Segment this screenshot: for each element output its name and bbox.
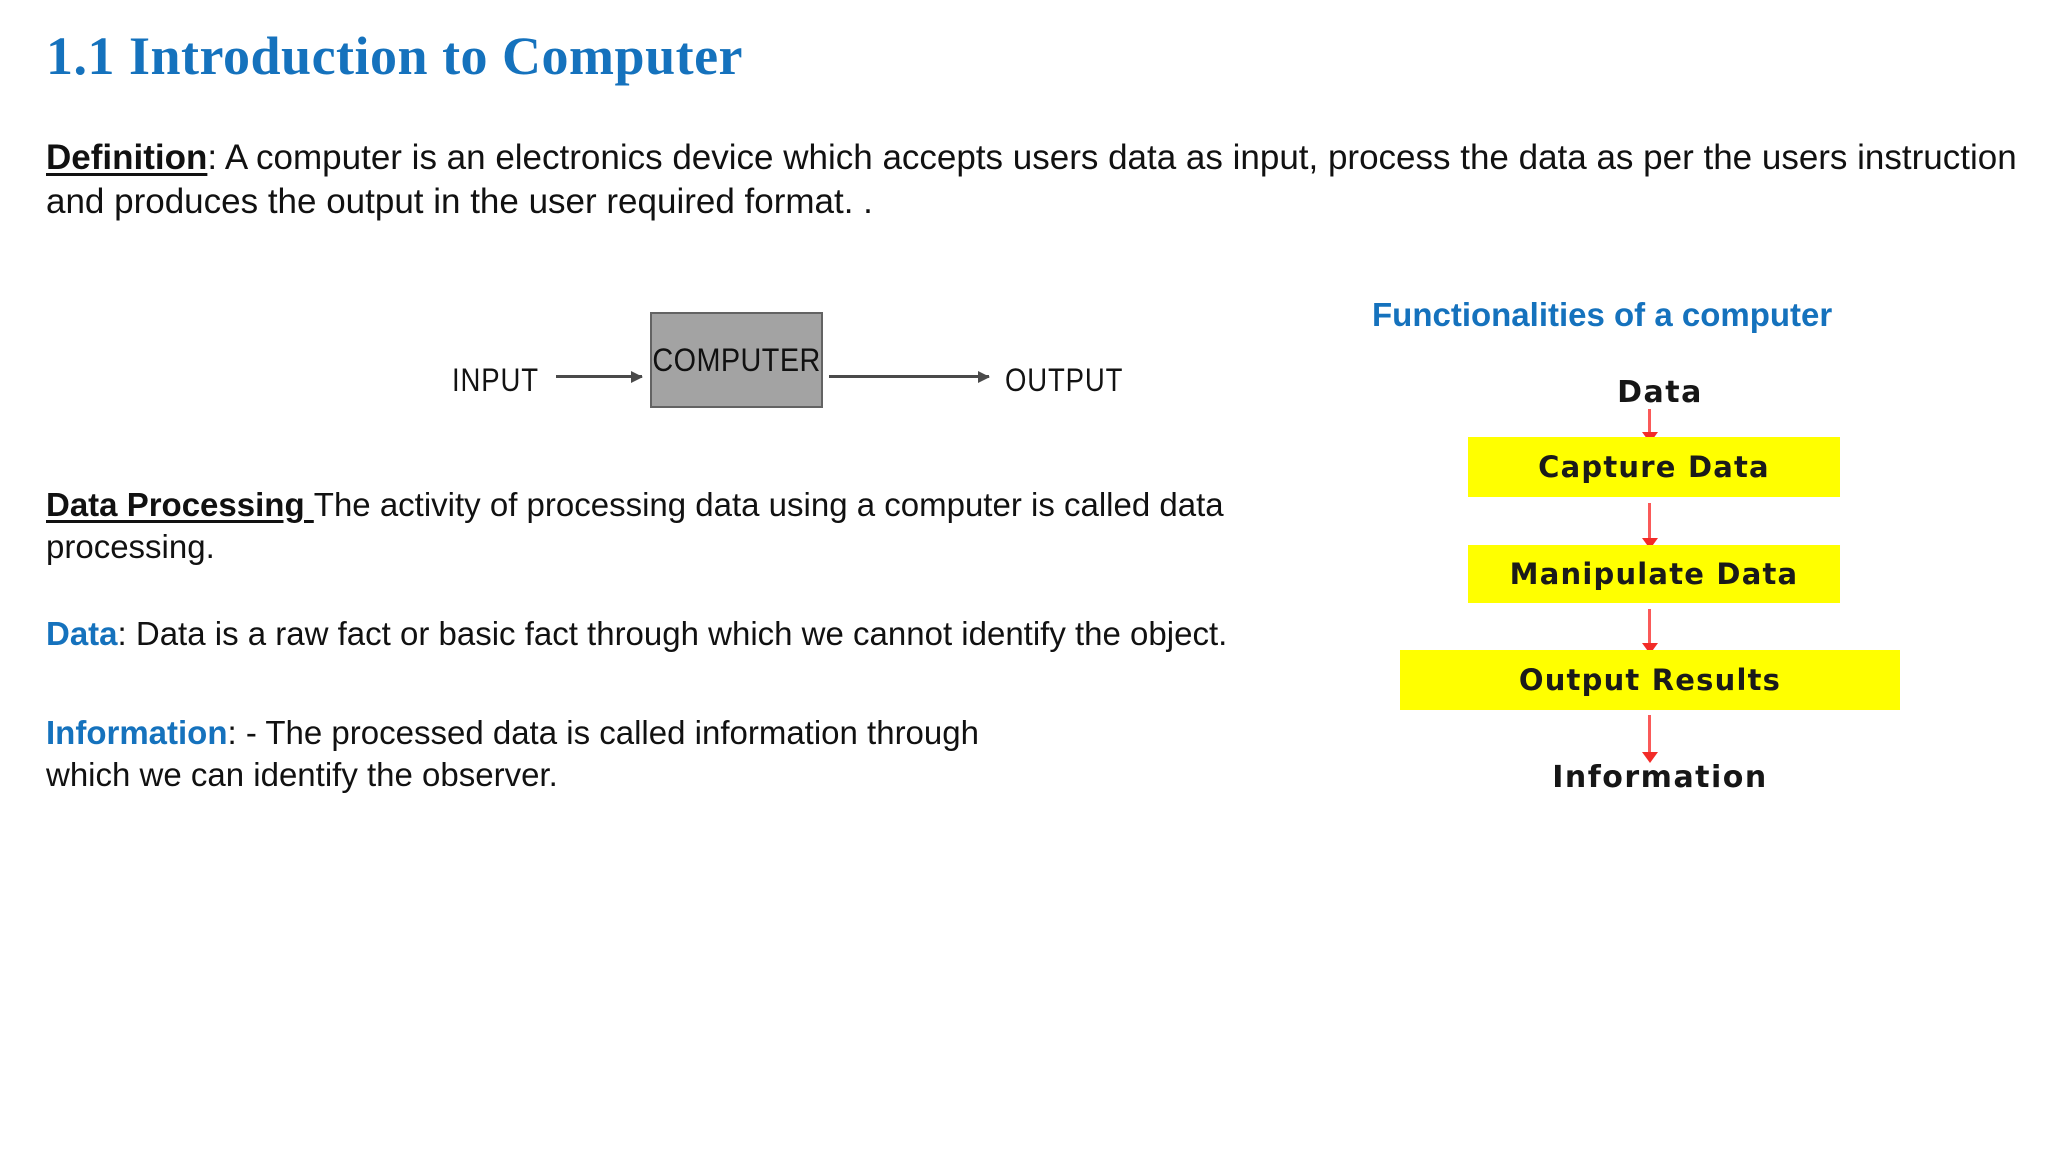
- functionalities-heading: Functionalities of a computer: [1372, 296, 1833, 333]
- information-term: Information: [46, 714, 228, 751]
- flowchart-step-manipulate-data: Manipulate Data: [1468, 545, 1840, 603]
- flowchart-arrow-capture-to-manipulate: [1641, 503, 1658, 549]
- computer-box-label: COMPUTER: [652, 341, 821, 378]
- data-separator: :: [117, 615, 136, 652]
- page-title: 1.1 Introduction to Computer: [46, 26, 744, 86]
- functionalities-flowchart: Data Capture Data Manipulate Data Output…: [1400, 375, 1920, 795]
- input-computer-output-diagram: INPUT COMPUTER OUTPUT: [452, 312, 1132, 437]
- data-processing-body: The activity of processing data using a …: [46, 486, 1224, 566]
- flowchart-arrow-output-to-information: [1641, 715, 1658, 763]
- information-paragraph: Information: - The processed data is cal…: [46, 712, 1298, 796]
- information-separator: : -: [227, 714, 266, 751]
- computer-box: COMPUTER: [650, 312, 823, 408]
- definition-paragraph: Definition: A computer is an electronics…: [46, 136, 2021, 224]
- information-body: The processed data is called information…: [265, 714, 979, 751]
- flowchart-step-output-results: Output Results: [1400, 650, 1900, 710]
- flowchart-step-capture-data: Capture Data: [1468, 437, 1840, 497]
- flowchart-arrow-data-to-capture: [1641, 409, 1658, 443]
- flowchart-start-label: Data: [1617, 375, 1703, 410]
- definition-term: Definition: [46, 138, 208, 177]
- data-processing-paragraph: Data Processing The activity of processi…: [46, 484, 1296, 568]
- data-term: Data: [46, 615, 118, 652]
- information-body-last-line: which we can identify the observer.: [46, 756, 558, 794]
- data-processing-term: Data Processing: [46, 486, 314, 523]
- definition-separator: :: [207, 138, 225, 177]
- io-output-label: OUTPUT: [1005, 362, 1124, 398]
- flowchart-arrow-manipulate-to-output: [1641, 609, 1658, 654]
- data-body: Data is a raw fact or basic fact through…: [135, 615, 1228, 652]
- io-input-label: INPUT: [452, 362, 539, 398]
- data-paragraph: Data: Data is a raw fact or basic fact t…: [46, 613, 1336, 655]
- input-to-computer-arrow: [556, 370, 643, 383]
- computer-to-output-arrow: [829, 370, 990, 383]
- flowchart-end-label: Information: [1552, 760, 1768, 795]
- definition-body: A computer is an electronics device whic…: [46, 138, 2017, 222]
